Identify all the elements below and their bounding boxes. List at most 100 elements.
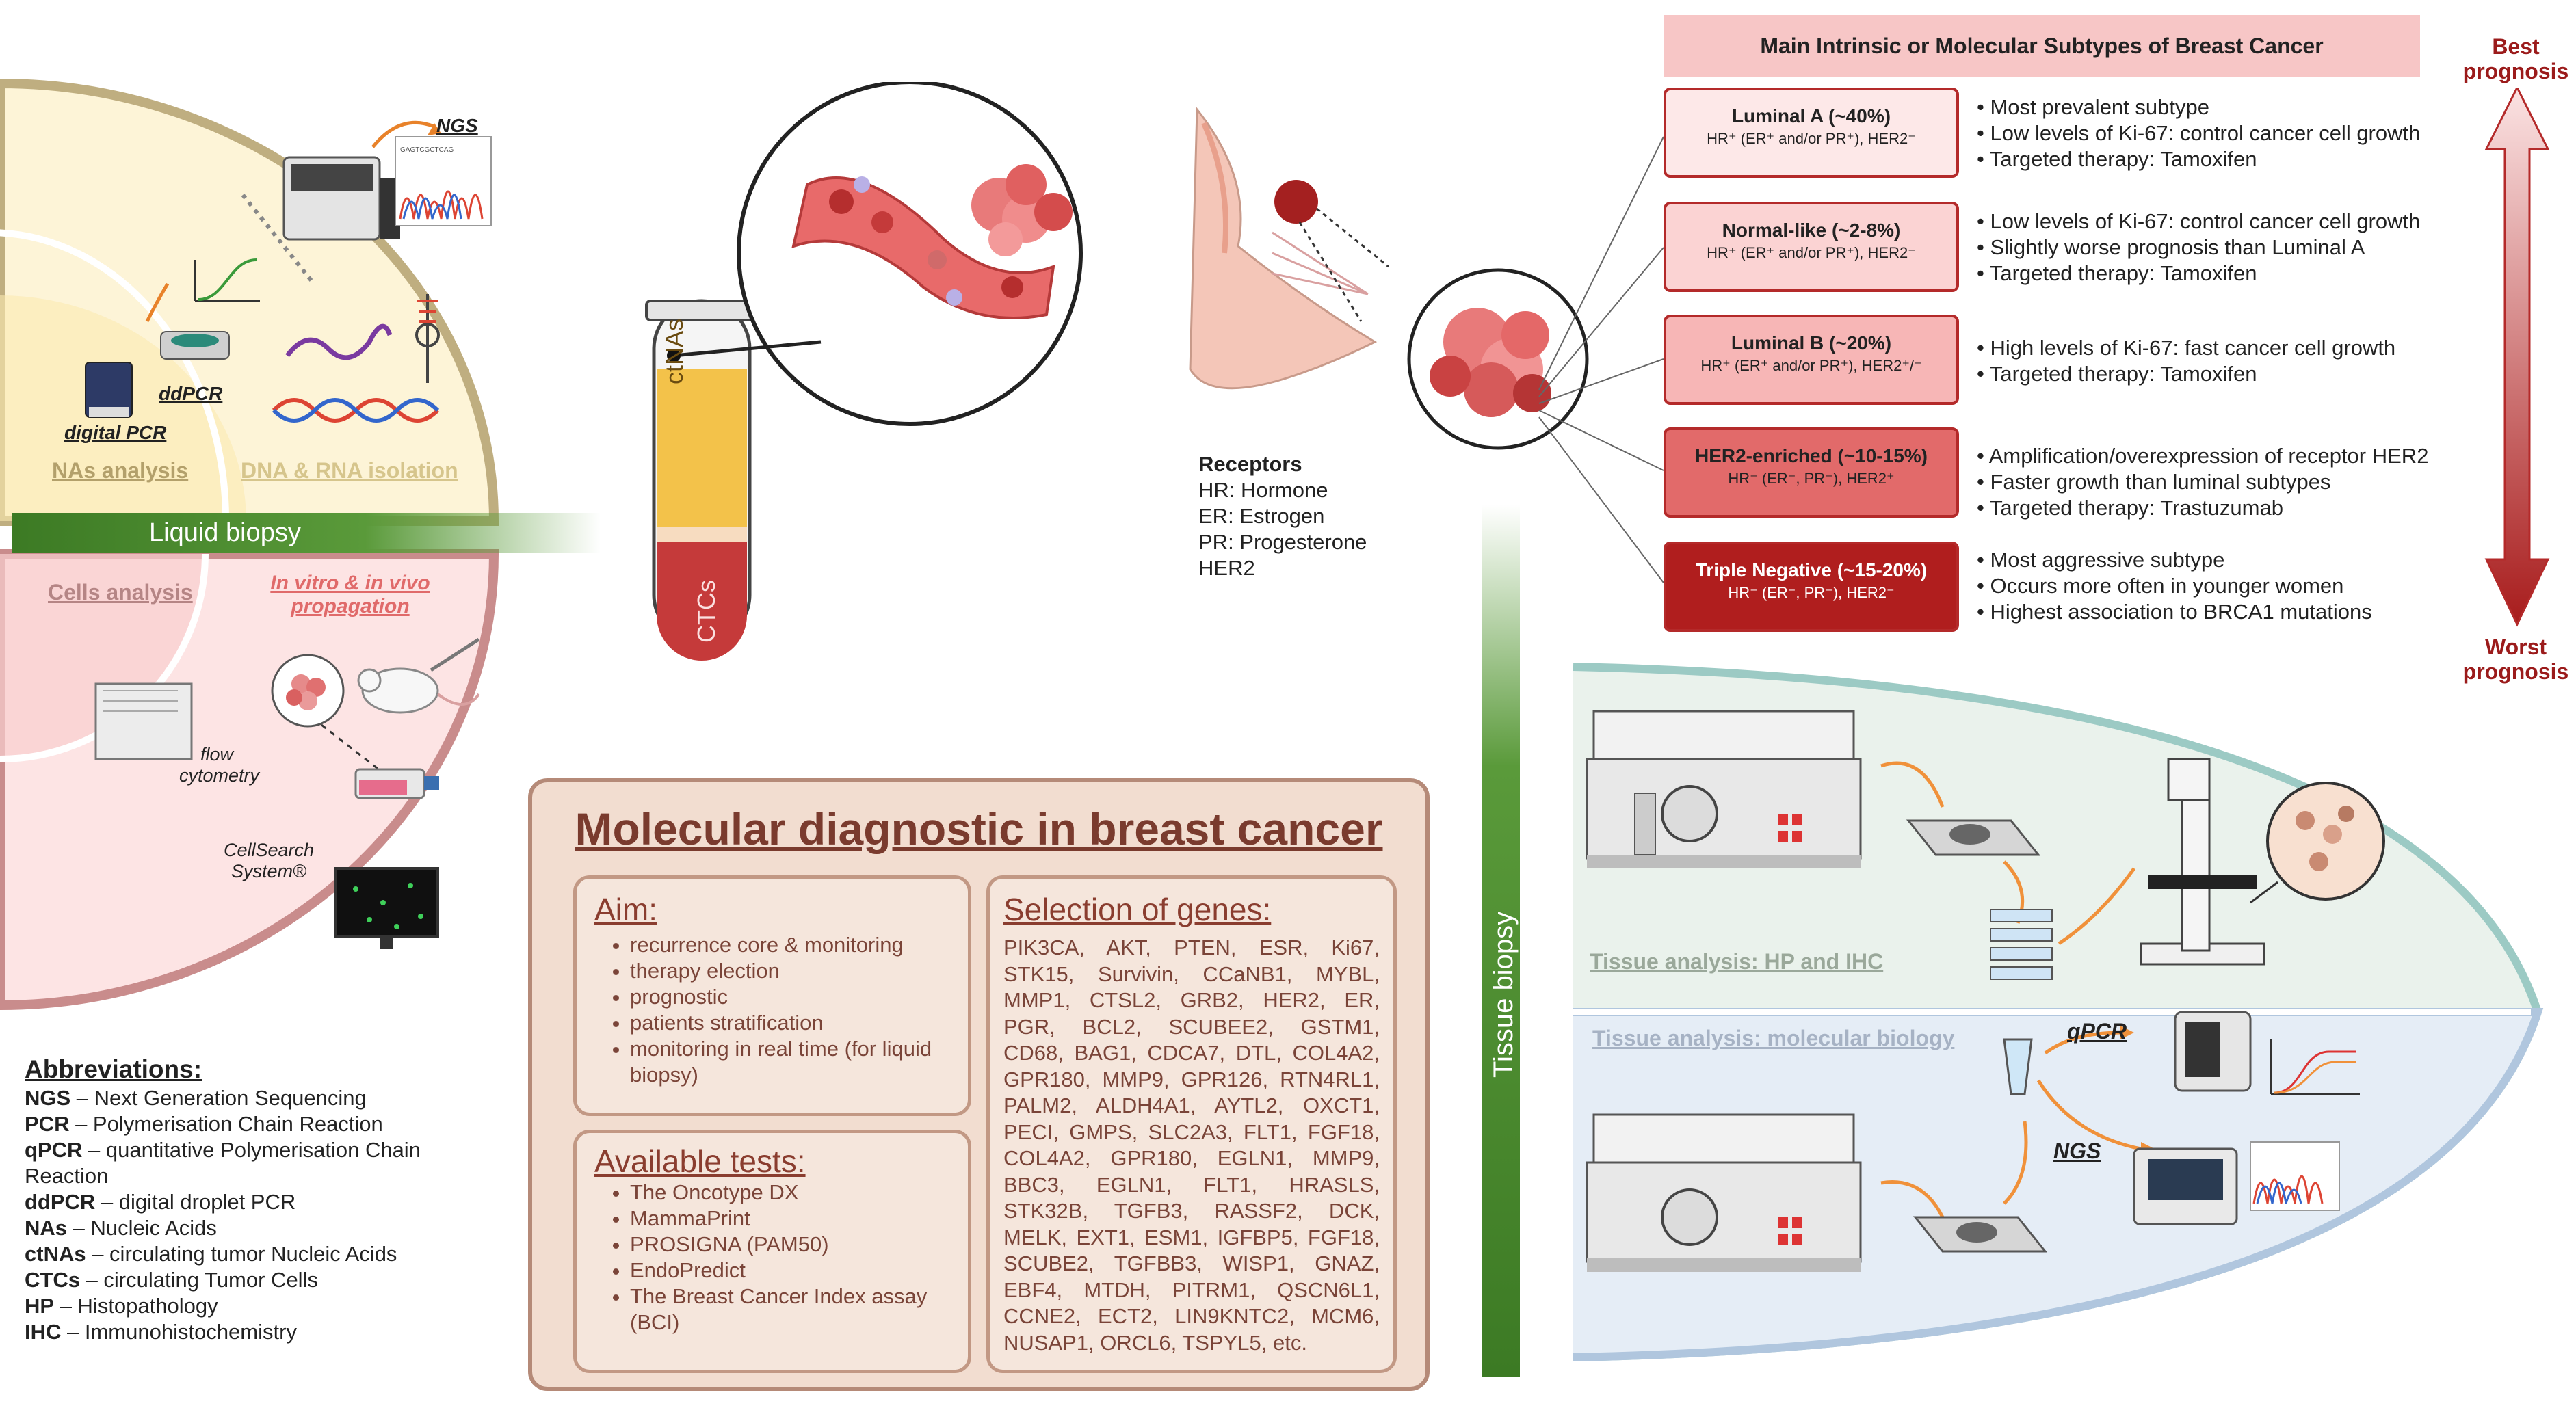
ddpcr-label: ddPCR	[159, 383, 223, 404]
subtypes-header: Main Intrinsic or Molecular Subtypes of …	[1664, 15, 2420, 77]
culture-flask-icon	[354, 768, 439, 799]
abbr-term: NGS	[25, 1086, 71, 1110]
aim-item: prognostic	[630, 984, 950, 1010]
dna-rna-isolation-label: DNA & RNA isolation	[241, 458, 458, 483]
ngs-tissue-label: NGS	[2053, 1139, 2101, 1163]
rna-strand-icon	[285, 323, 393, 360]
test-item: PROSIGNA (PAM50)	[630, 1232, 950, 1258]
abbr-row: NAs – Nucleic Acids	[25, 1215, 490, 1241]
test-item: EndoPredict	[630, 1258, 950, 1284]
subtype-name: Luminal B (~20%)	[1731, 332, 1892, 354]
tissue-block-icon	[1906, 819, 2041, 856]
desc-line: • Targeted therapy: Tamoxifen	[1977, 147, 2257, 171]
worst-prognosis-label: Worst prognosis	[2447, 635, 2576, 684]
desc-line: • Faster growth than luminal subtypes	[1977, 470, 2331, 494]
receptor-er: ER: Estrogen	[1198, 504, 1325, 528]
tissue-biopsy-bar	[1482, 505, 1520, 1377]
aim-item: therapy election	[630, 958, 950, 984]
aim-title: Aim:	[594, 892, 657, 927]
dna-double-helix-icon	[272, 398, 440, 423]
qpcr-machine-icon	[2174, 1011, 2252, 1092]
abbr-term: PCR	[25, 1112, 70, 1136]
desc-line: • Targeted therapy: Trastuzumab	[1977, 496, 2283, 520]
cells-analysis-label: Cells analysis	[48, 580, 193, 605]
cellsearch-monitor-icon	[334, 867, 439, 949]
digital-pcr-label: digital PCR	[64, 422, 167, 443]
abbr-row: HP – Histopathology	[25, 1293, 490, 1319]
worst-line1: Worst	[2484, 635, 2547, 659]
abbr-def: – Nucleic Acids	[67, 1216, 217, 1240]
aim-item: patients stratification	[630, 1010, 950, 1036]
ngs-label: NGS	[436, 115, 478, 136]
blood-vessel-magnifier-icon	[667, 82, 1083, 426]
ddpcr-device-icon	[160, 331, 230, 360]
subtype-desc-her2-enriched: • Amplification/overexpression of recept…	[1977, 443, 2428, 521]
abbr-term: qPCR	[25, 1138, 83, 1162]
liquid-biopsy-graphic: GAGTCGCTCAG	[0, 78, 499, 1011]
test-item: The Oncotype DX	[630, 1180, 950, 1206]
desc-line: • Most aggressive subtype	[1977, 548, 2225, 572]
abbr-row: qPCR – quantitative Polymerisation Chain…	[25, 1137, 490, 1189]
abbr-row: ctNAs – circulating tumor Nucleic Acids	[25, 1241, 490, 1267]
desc-line: • Low levels of Ki-67: control cancer ce…	[1977, 121, 2421, 145]
abbr-term: ctNAs	[25, 1242, 86, 1266]
nas-analysis-label: NAs analysis	[52, 458, 189, 483]
subtype-luminal-b: Luminal B (~20%) HR⁺ (ER⁺ and/or PR⁺), H…	[1664, 315, 1959, 405]
desc-line: • Slightly worse prognosis than Luminal …	[1977, 235, 2365, 259]
desc-line: • Targeted therapy: Tamoxifen	[1977, 261, 2257, 285]
abbr-row: PCR – Polymerisation Chain Reaction	[25, 1111, 490, 1137]
receptors-legend: Receptors HR: Hormone ER: Estrogen PR: P…	[1198, 451, 1367, 581]
digital-pcr-device-icon	[85, 362, 133, 418]
subtype-receptors: HR⁻ (ER⁻, PR⁻), HER2⁻	[1728, 584, 1895, 601]
tissue-biopsy-label: Tissue biopsy	[1488, 911, 1519, 1078]
microtome-icon-2	[1586, 1113, 1862, 1272]
seq-text: GAGTCGCTCAG	[400, 146, 454, 154]
molecular-diagnostic-box: Molecular diagnostic in breast cancer Ai…	[528, 778, 1430, 1391]
molecular-title: Molecular diagnostic in breast cancer	[575, 803, 1383, 854]
liquid-biopsy-banner: Liquid biopsy	[12, 513, 601, 553]
tube-vessel-graphic	[645, 82, 1589, 661]
propagation-line2: propagation	[291, 595, 410, 617]
subtype-receptors: HR⁻ (ER⁻, PR⁻), HER2⁺	[1728, 470, 1895, 487]
tissue-molecular-label: Tissue analysis: molecular biology	[1592, 1026, 1955, 1050]
abbr-term: CTCs	[25, 1268, 80, 1292]
ctcs-label: CTCs	[692, 580, 720, 643]
desc-line: • High levels of Ki-67: fast cancer cell…	[1977, 336, 2396, 360]
ngs-machine-icon	[2133, 1147, 2238, 1225]
subtype-name: Normal-like (~2-8%)	[1722, 220, 1901, 241]
subtype-name: Luminal A (~40%)	[1731, 105, 1891, 127]
genes-title: Selection of genes:	[1003, 892, 1272, 927]
receptor-hr: HR: Hormone	[1198, 478, 1328, 502]
aim-item: recurrence core & monitoring	[630, 932, 950, 958]
prognosis-arrow-icon	[2484, 88, 2550, 627]
eppendorf-tube-icon	[2003, 1038, 2033, 1095]
best-line1: Best	[2492, 34, 2540, 59]
subtype-name: HER2-enriched (~10-15%)	[1694, 445, 1928, 466]
abbr-def: – Next Generation Sequencing	[70, 1086, 367, 1110]
desc-line: • Most prevalent subtype	[1977, 95, 2209, 119]
tests-title: Available tests:	[594, 1143, 806, 1179]
ngs-sequencer-icon	[282, 156, 400, 241]
subtype-receptors: HR⁺ (ER⁺ and/or PR⁺), HER2⁺/⁻	[1700, 357, 1922, 374]
abbr-def: – digital droplet PCR	[95, 1190, 296, 1214]
desc-line: • Highest association to BRCA1 mutations	[1977, 600, 2372, 624]
cell-culture-icon	[271, 654, 384, 774]
tissue-hp-ihc-label: Tissue analysis: HP and IHC	[1590, 949, 1884, 974]
propagation-label: In vitro & in vivo propagation	[268, 572, 432, 618]
subtype-triple-negative: Triple Negative (~15-20%) HR⁻ (ER⁻, PR⁻)…	[1664, 542, 1959, 632]
abbr-term: NAs	[25, 1216, 68, 1240]
abbr-term: IHC	[25, 1320, 62, 1344]
subtype-receptors: HR⁺ (ER⁺ and/or PR⁺), HER2⁻	[1707, 244, 1916, 261]
desc-line: • Occurs more often in younger women	[1977, 574, 2344, 598]
tumor-magnifier-icon	[1407, 268, 1589, 450]
aim-item: monitoring in real time (for liquid biop…	[630, 1036, 950, 1088]
test-item: The Breast Cancer Index assay (BCI)	[630, 1284, 950, 1336]
abbreviations-list: Abbreviations: NGS – Next Generation Seq…	[25, 1057, 490, 1345]
flow-cytometer-icon	[94, 682, 193, 760]
subtype-desc-luminal-a: • Most prevalent subtype • Low levels of…	[1977, 94, 2420, 172]
mouse-icon	[357, 637, 480, 714]
ctnas-label: ctNAs	[660, 318, 688, 384]
subtype-connector-lines	[1538, 136, 1664, 583]
pcr-curve-icon	[194, 258, 260, 302]
cellsearch-line1: CellSearch	[223, 840, 315, 860]
